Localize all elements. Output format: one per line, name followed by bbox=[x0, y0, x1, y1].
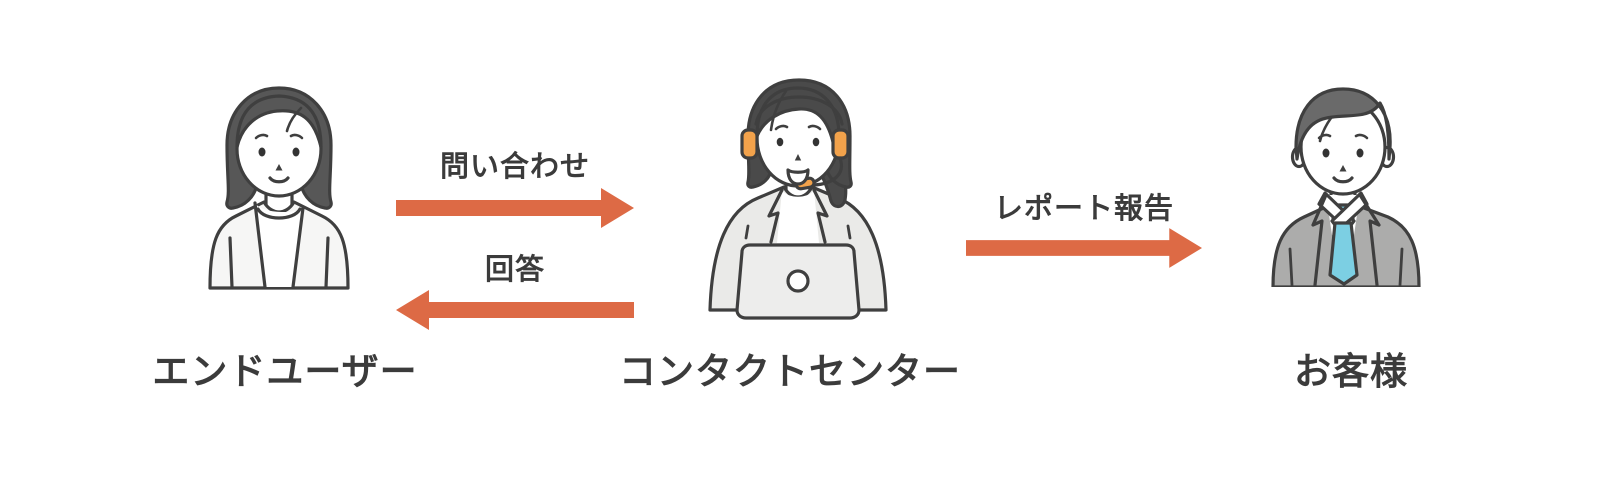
sleeve-line-right bbox=[324, 236, 330, 289]
end-user-illustration bbox=[208, 86, 350, 290]
eye-left bbox=[1322, 148, 1330, 158]
end-user-label: エンドユーザー bbox=[152, 351, 418, 392]
lapel-right bbox=[1358, 193, 1381, 287]
eyebrow-left bbox=[1317, 133, 1332, 140]
headset-earcup-right bbox=[831, 128, 850, 160]
eye-right bbox=[1356, 148, 1364, 158]
cardigan-edge-right bbox=[291, 206, 305, 289]
hair-strand bbox=[285, 106, 303, 133]
inner-shirt bbox=[255, 203, 303, 287]
lapel-left bbox=[767, 188, 784, 244]
laptop-logo bbox=[786, 269, 810, 293]
arrow-right-icon bbox=[396, 188, 634, 228]
customer-illustration bbox=[1271, 87, 1421, 287]
tie-body bbox=[1328, 221, 1359, 286]
nose bbox=[275, 164, 283, 171]
eye-right bbox=[812, 137, 820, 147]
eye-right bbox=[292, 147, 300, 157]
sleeve-line-right bbox=[1398, 247, 1404, 287]
eye-left bbox=[776, 137, 784, 147]
hair-strand bbox=[1318, 116, 1333, 143]
shoulder-seam-left bbox=[744, 224, 750, 240]
headset-earcup-left bbox=[740, 128, 759, 160]
crew-neckline bbox=[256, 207, 302, 220]
end-user-figure bbox=[204, 85, 354, 290]
eyebrow-left bbox=[254, 133, 269, 140]
sleeve-line-left bbox=[1288, 247, 1294, 287]
contact-center-figure bbox=[700, 78, 890, 323]
shirt bbox=[777, 190, 819, 243]
mouth-smile bbox=[1332, 176, 1354, 184]
arrow-left-icon bbox=[396, 290, 634, 330]
sleeve-line-left bbox=[228, 236, 234, 289]
headset-band bbox=[754, 95, 844, 126]
eyebrow-right bbox=[289, 133, 304, 140]
eye-left bbox=[258, 147, 266, 157]
lapel-right bbox=[812, 188, 829, 244]
inquiry-flow-label: 問い合わせ bbox=[439, 151, 590, 183]
arrow-right-icon bbox=[966, 228, 1202, 268]
customer-figure bbox=[1268, 85, 1424, 287]
headset-mic-arm bbox=[812, 156, 843, 187]
eyebrow-right bbox=[807, 124, 822, 131]
hair bbox=[1294, 87, 1392, 161]
report-flow-label: レポート報告 bbox=[993, 193, 1174, 225]
contact-center-illustration bbox=[708, 78, 888, 320]
nose bbox=[794, 154, 802, 161]
lapel-left bbox=[1311, 193, 1328, 287]
contact-center-label: コンタクトセンター bbox=[619, 351, 961, 392]
nose bbox=[1339, 165, 1347, 172]
eyebrow-right bbox=[1354, 133, 1369, 140]
answer-flow-label: 回答 bbox=[484, 254, 545, 286]
customer-label: お客様 bbox=[1294, 351, 1408, 392]
cardigan-edge-left bbox=[253, 201, 267, 289]
hair-strand bbox=[769, 89, 788, 132]
open-mouth bbox=[786, 168, 810, 186]
eyebrow-left bbox=[774, 124, 789, 131]
mouth-smile bbox=[268, 176, 290, 184]
shoulder-seam-right bbox=[846, 224, 852, 240]
